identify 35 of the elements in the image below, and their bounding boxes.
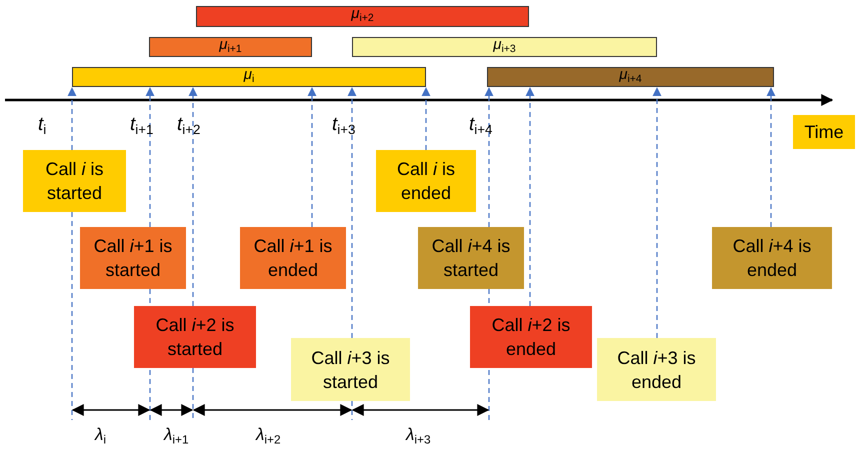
- event-box: Call i is ended: [376, 150, 476, 212]
- dashed-arrow: [348, 87, 356, 338]
- event-box: Call i+3 is started: [291, 338, 410, 401]
- interval-label: λ$_{i}$: [95, 425, 106, 447]
- time-label: t$_{i}$: [38, 114, 46, 137]
- time-label: t$_{i+2}$: [177, 114, 200, 137]
- dashed-arrow: [68, 87, 76, 150]
- duration-bar: μ$_{i}$: [72, 67, 426, 87]
- event-box: Call i+2 is started: [134, 306, 256, 368]
- axis-label-box: Time: [793, 115, 855, 149]
- event-box: Call i+3 is ended: [597, 338, 716, 401]
- interval-label: λ$_{i+3}$: [406, 425, 431, 447]
- dashed-arrow: [526, 87, 534, 306]
- event-box: Call i+1 is started: [80, 227, 186, 289]
- dashed-arrow: [652, 87, 662, 338]
- dashed-arrow: [146, 87, 154, 227]
- event-box: Call i+4 is ended: [712, 227, 832, 289]
- dashed-arrow: [188, 87, 198, 306]
- duration-bar: μ$_{i+2}$: [196, 6, 529, 27]
- dashed-arrow: [422, 87, 430, 150]
- dashed-arrow: [766, 87, 776, 227]
- dashed-arrow: [484, 87, 494, 227]
- duration-bar: μ$_{i+4}$: [487, 67, 774, 87]
- duration-bar: μ$_{i+3}$: [352, 37, 657, 57]
- event-box: Call i+2 is ended: [470, 306, 592, 368]
- time-label: t$_{i+4}$: [469, 114, 492, 137]
- event-box: Call i is started: [23, 150, 126, 212]
- interval-label: λ$_{i+1}$: [164, 425, 189, 447]
- dashed-arrow: [308, 87, 316, 227]
- event-box: Call i+4 is started: [418, 227, 524, 289]
- interval-label: λ$_{i+2}$: [256, 425, 281, 447]
- time-label: t$_{i+1}$: [130, 114, 154, 137]
- event-box: Call i+1 is ended: [240, 227, 346, 289]
- time-label: t$_{i+3}$: [332, 114, 356, 137]
- duration-bar: μ$_{i+1}$: [149, 37, 312, 57]
